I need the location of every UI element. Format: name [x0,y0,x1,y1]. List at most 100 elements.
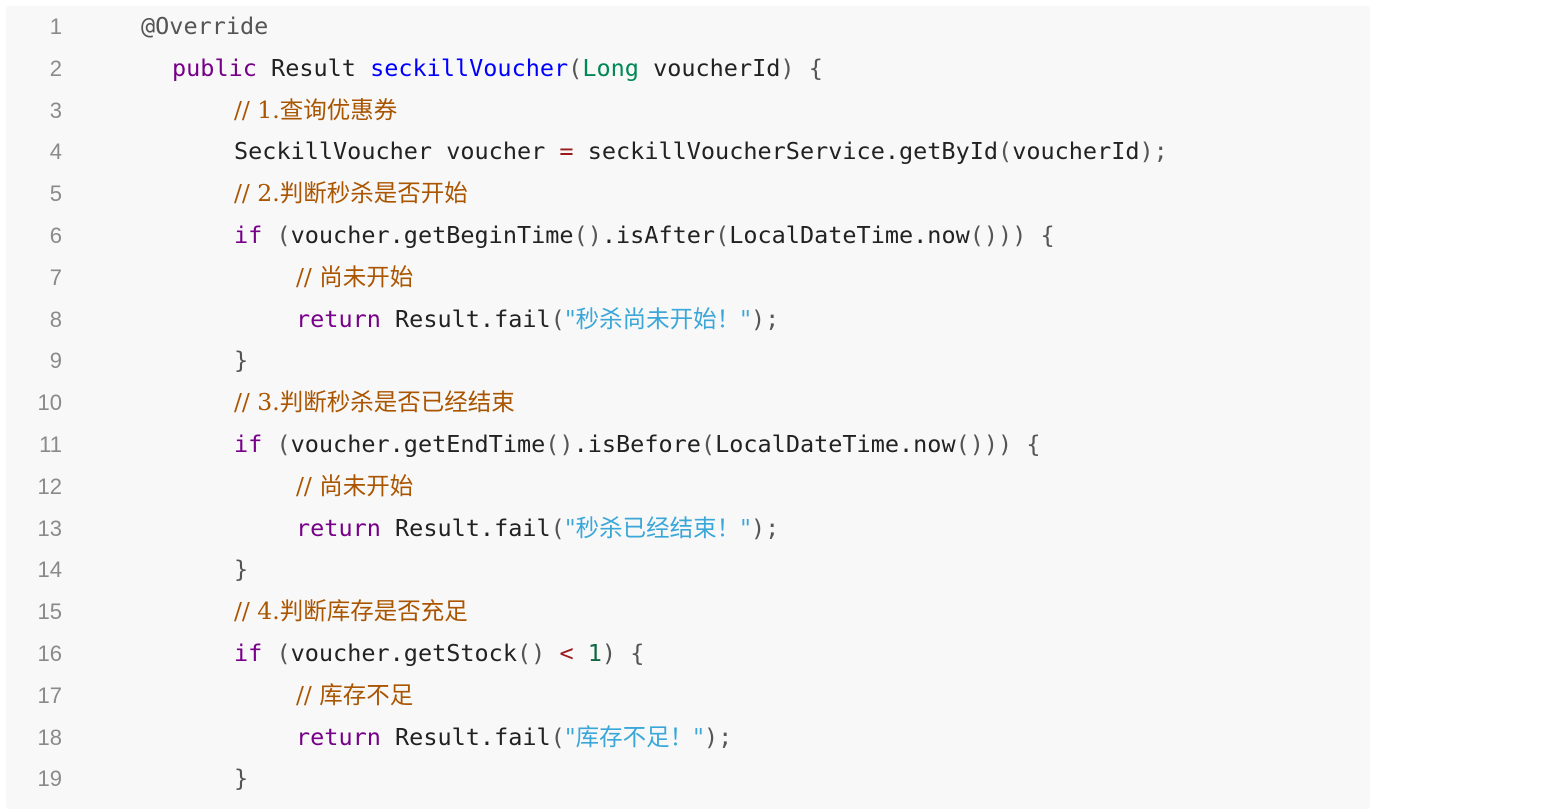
code-token-comment: // 2.判断秒杀是否开始 [234,179,468,208]
code-line: 7 // 尚未开始 [6,257,1370,298]
code-token-punct: ())) [955,430,1013,458]
code-token-plain: voucher.getEndTime [290,430,546,458]
code-token-punct: ( [998,137,1013,166]
code-line: 15 // 4.判断库存是否充足 [6,591,1370,632]
code-token-keyword: if [234,639,263,667]
code-text: // 4.判断库存是否充足 [234,591,468,632]
code-line: 19} [6,758,1370,799]
code-token-punct: ) [780,53,795,82]
code-token-type: Result [271,53,356,82]
line-number: 15 [37,599,62,625]
line-number: 4 [49,139,62,165]
code-text: // 库存不足 [296,675,413,716]
code-token-comment: // 尚未开始 [296,262,414,291]
code-text: return Result.fail("秒杀尚未开始！"); [296,299,779,340]
code-token-punct: ( [276,221,291,249]
code-line: 9} [6,340,1370,381]
code-token-plain: seckillVoucherService.getById [573,137,999,166]
code-token-ws [545,639,559,667]
code-token-punct: ( [550,513,565,542]
code-token-punct: ( [276,639,291,667]
code-token-punct: ( [276,430,291,458]
code-line: 6 if (voucher.getBeginTime().isAfter(Loca… [6,215,1370,256]
code-token-keyword: public [172,53,257,82]
code-line: 5// 2.判断秒杀是否开始 [6,173,1370,214]
code-text: SeckillVoucher voucher = seckillVoucherS… [234,131,1168,172]
code-text: if (voucher.getStock() < 1) { [234,633,644,674]
line-number: 6 [49,223,62,248]
code-token-ws [795,54,809,82]
code-token-punct: ) [601,639,617,667]
code-token-keyword: if [234,221,263,249]
code-token-plain: .isBefore [573,430,701,458]
code-token-punct: { [630,639,645,667]
code-token-punct: ( [715,221,730,249]
code-token-punct: ); [1139,137,1168,166]
code-token-comment: // 3.判断秒杀是否已经结束 [234,388,515,417]
code-token-string: "库存不足！" [564,722,704,751]
code-text: // 3.判断秒杀是否已经结束 [234,382,515,423]
line-number: 17 [37,682,62,708]
code-text: // 尚未开始 [296,257,413,298]
code-text: // 2.判断秒杀是否开始 [234,173,468,214]
code-text: // 1.查询优惠券 [234,90,397,131]
line-number: 16 [37,641,62,666]
code-line: 4 SeckillVoucher voucher = seckillVoucher… [6,131,1370,172]
code-token-plain: voucher.getStock [290,639,517,667]
code-token-plain: LocalDateTime.now [715,430,956,458]
line-number: 2 [49,55,62,81]
code-token-ws [616,639,630,667]
line-number: 10 [37,390,62,416]
code-token-punct: ( [700,430,716,458]
code-line: 3 // 1.查询优惠券 [6,90,1370,131]
code-token-ws [1012,430,1026,458]
line-number: 19 [37,766,62,792]
code-token-ws [262,221,276,249]
code-token-punct: } [234,555,249,584]
code-line: 1@Override [6,6,1370,47]
code-token-fn: seckillVoucher [370,53,569,82]
code-text: return Result.fail("秒杀已经结束！"); [296,508,779,549]
code-token-punct: ); [703,722,733,751]
line-number: 7 [49,264,62,290]
code-token-keyword: return [296,513,381,542]
code-token-punct: () [516,639,546,667]
code-token-keyword: if [234,430,263,458]
line-number: 13 [37,515,62,541]
code-token-plain: voucherId [638,53,781,82]
code-token-ws [1026,221,1040,249]
code-token-plain: voucher.getBeginTime [290,221,574,249]
code-line: 12// 尚未开始 [6,466,1370,507]
code-token-plain: voucherId [1012,137,1140,166]
line-number: 1 [49,14,62,39]
code-line: 13 return Result.fail("秒杀已经结束！"); [6,508,1370,549]
line-number: 14 [37,557,62,583]
code-line: 14} [6,549,1370,590]
code-token-punct: ( [550,722,565,751]
code-token-ws [356,54,370,82]
code-token-keyword: return [296,722,381,751]
line-number: 3 [49,97,62,123]
line-number: 18 [37,724,62,750]
code-token-punct: ())) [969,221,1027,249]
code-text: } [234,549,248,590]
code-text: if (voucher.getBeginTime().isAfter(Local… [234,215,1055,256]
line-number: 11 [39,432,62,457]
code-token-punct: ); [750,513,780,542]
code-token-comment: // 4.判断库存是否充足 [234,597,468,626]
code-line: 17 // 库存不足 [6,675,1370,716]
code-token-punct: ( [568,53,583,82]
code-token-op: = [559,137,574,166]
code-token-comment: // 库存不足 [296,680,414,709]
code-token-punct: { [1040,221,1055,249]
code-token-string: "秒杀尚未开始！" [564,304,751,333]
code-line: 16 if (voucher.getStock() < 1) { [6,633,1370,674]
code-token-punct: ); [750,304,780,333]
code-token-comment: // 尚未开始 [296,471,414,500]
code-token-punct: () [573,221,602,249]
code-token-plain: .isAfter [601,221,716,249]
